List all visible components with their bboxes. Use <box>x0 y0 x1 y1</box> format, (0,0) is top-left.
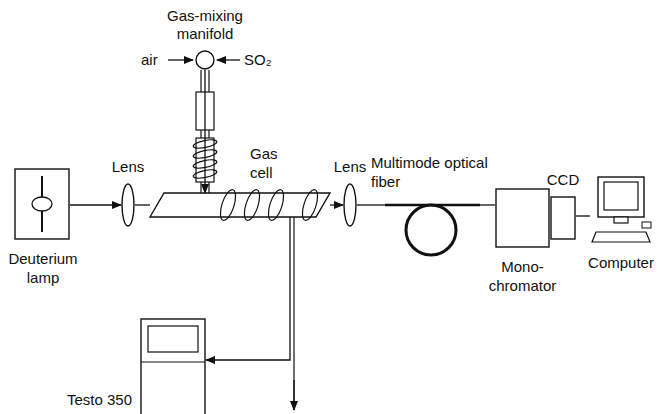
lens-outline <box>121 183 135 227</box>
so2-inlet-arrow <box>217 59 240 60</box>
lens: Lens <box>121 183 135 227</box>
node-label: Testo 350 <box>67 391 132 410</box>
node-label: CCD <box>547 171 580 190</box>
node-label: Deuterium lamp <box>3 250 83 288</box>
ccd-camera-outline <box>550 196 576 240</box>
node-label: Mono- chromator <box>484 258 562 296</box>
node-label: Lens <box>112 158 145 177</box>
gas-cell: Gas cell <box>150 193 330 217</box>
gas-cell-outline <box>150 193 330 217</box>
gas-analyzer-outline <box>140 318 206 414</box>
connector <box>70 204 121 205</box>
connector <box>357 204 385 205</box>
node-label: Computer <box>588 254 654 273</box>
exhaust-arrow <box>293 380 294 410</box>
connector <box>330 204 343 205</box>
optical-fiber: Multimode optical fiber <box>385 200 480 260</box>
gas-input-label: SO₂ <box>244 51 272 70</box>
ccd-camera: CCD <box>550 196 576 240</box>
optical-fiber-outline <box>385 200 480 260</box>
lens-outline <box>343 183 357 227</box>
gas-mixing-manifold: Gas-mixing manifold <box>195 50 215 70</box>
node-label: Gas cell <box>250 145 290 183</box>
lens: Lens <box>343 183 357 227</box>
connector <box>576 215 590 216</box>
monochromator-outline <box>495 188 550 248</box>
gas-analyzer: Testo 350 <box>140 318 206 414</box>
connector <box>135 204 150 205</box>
node-label: Multimode optical fiber <box>371 154 503 192</box>
connector <box>480 204 495 205</box>
gas-mixing-manifold-outline <box>195 50 215 70</box>
gas-input-label: air <box>141 51 158 70</box>
computer: Computer <box>590 176 652 244</box>
connector <box>206 217 290 360</box>
air-inlet-arrow <box>168 59 193 60</box>
monochromator: Mono- chromator <box>495 188 550 248</box>
node-label: Gas-mixing manifold <box>160 7 250 45</box>
node-label: Lens <box>334 158 367 177</box>
computer-outline <box>590 176 652 244</box>
deuterium-lamp: Deuterium lamp <box>14 168 70 240</box>
outlet-pipe-wall <box>293 217 294 410</box>
connector <box>204 70 205 193</box>
deuterium-lamp-outline <box>14 168 70 240</box>
